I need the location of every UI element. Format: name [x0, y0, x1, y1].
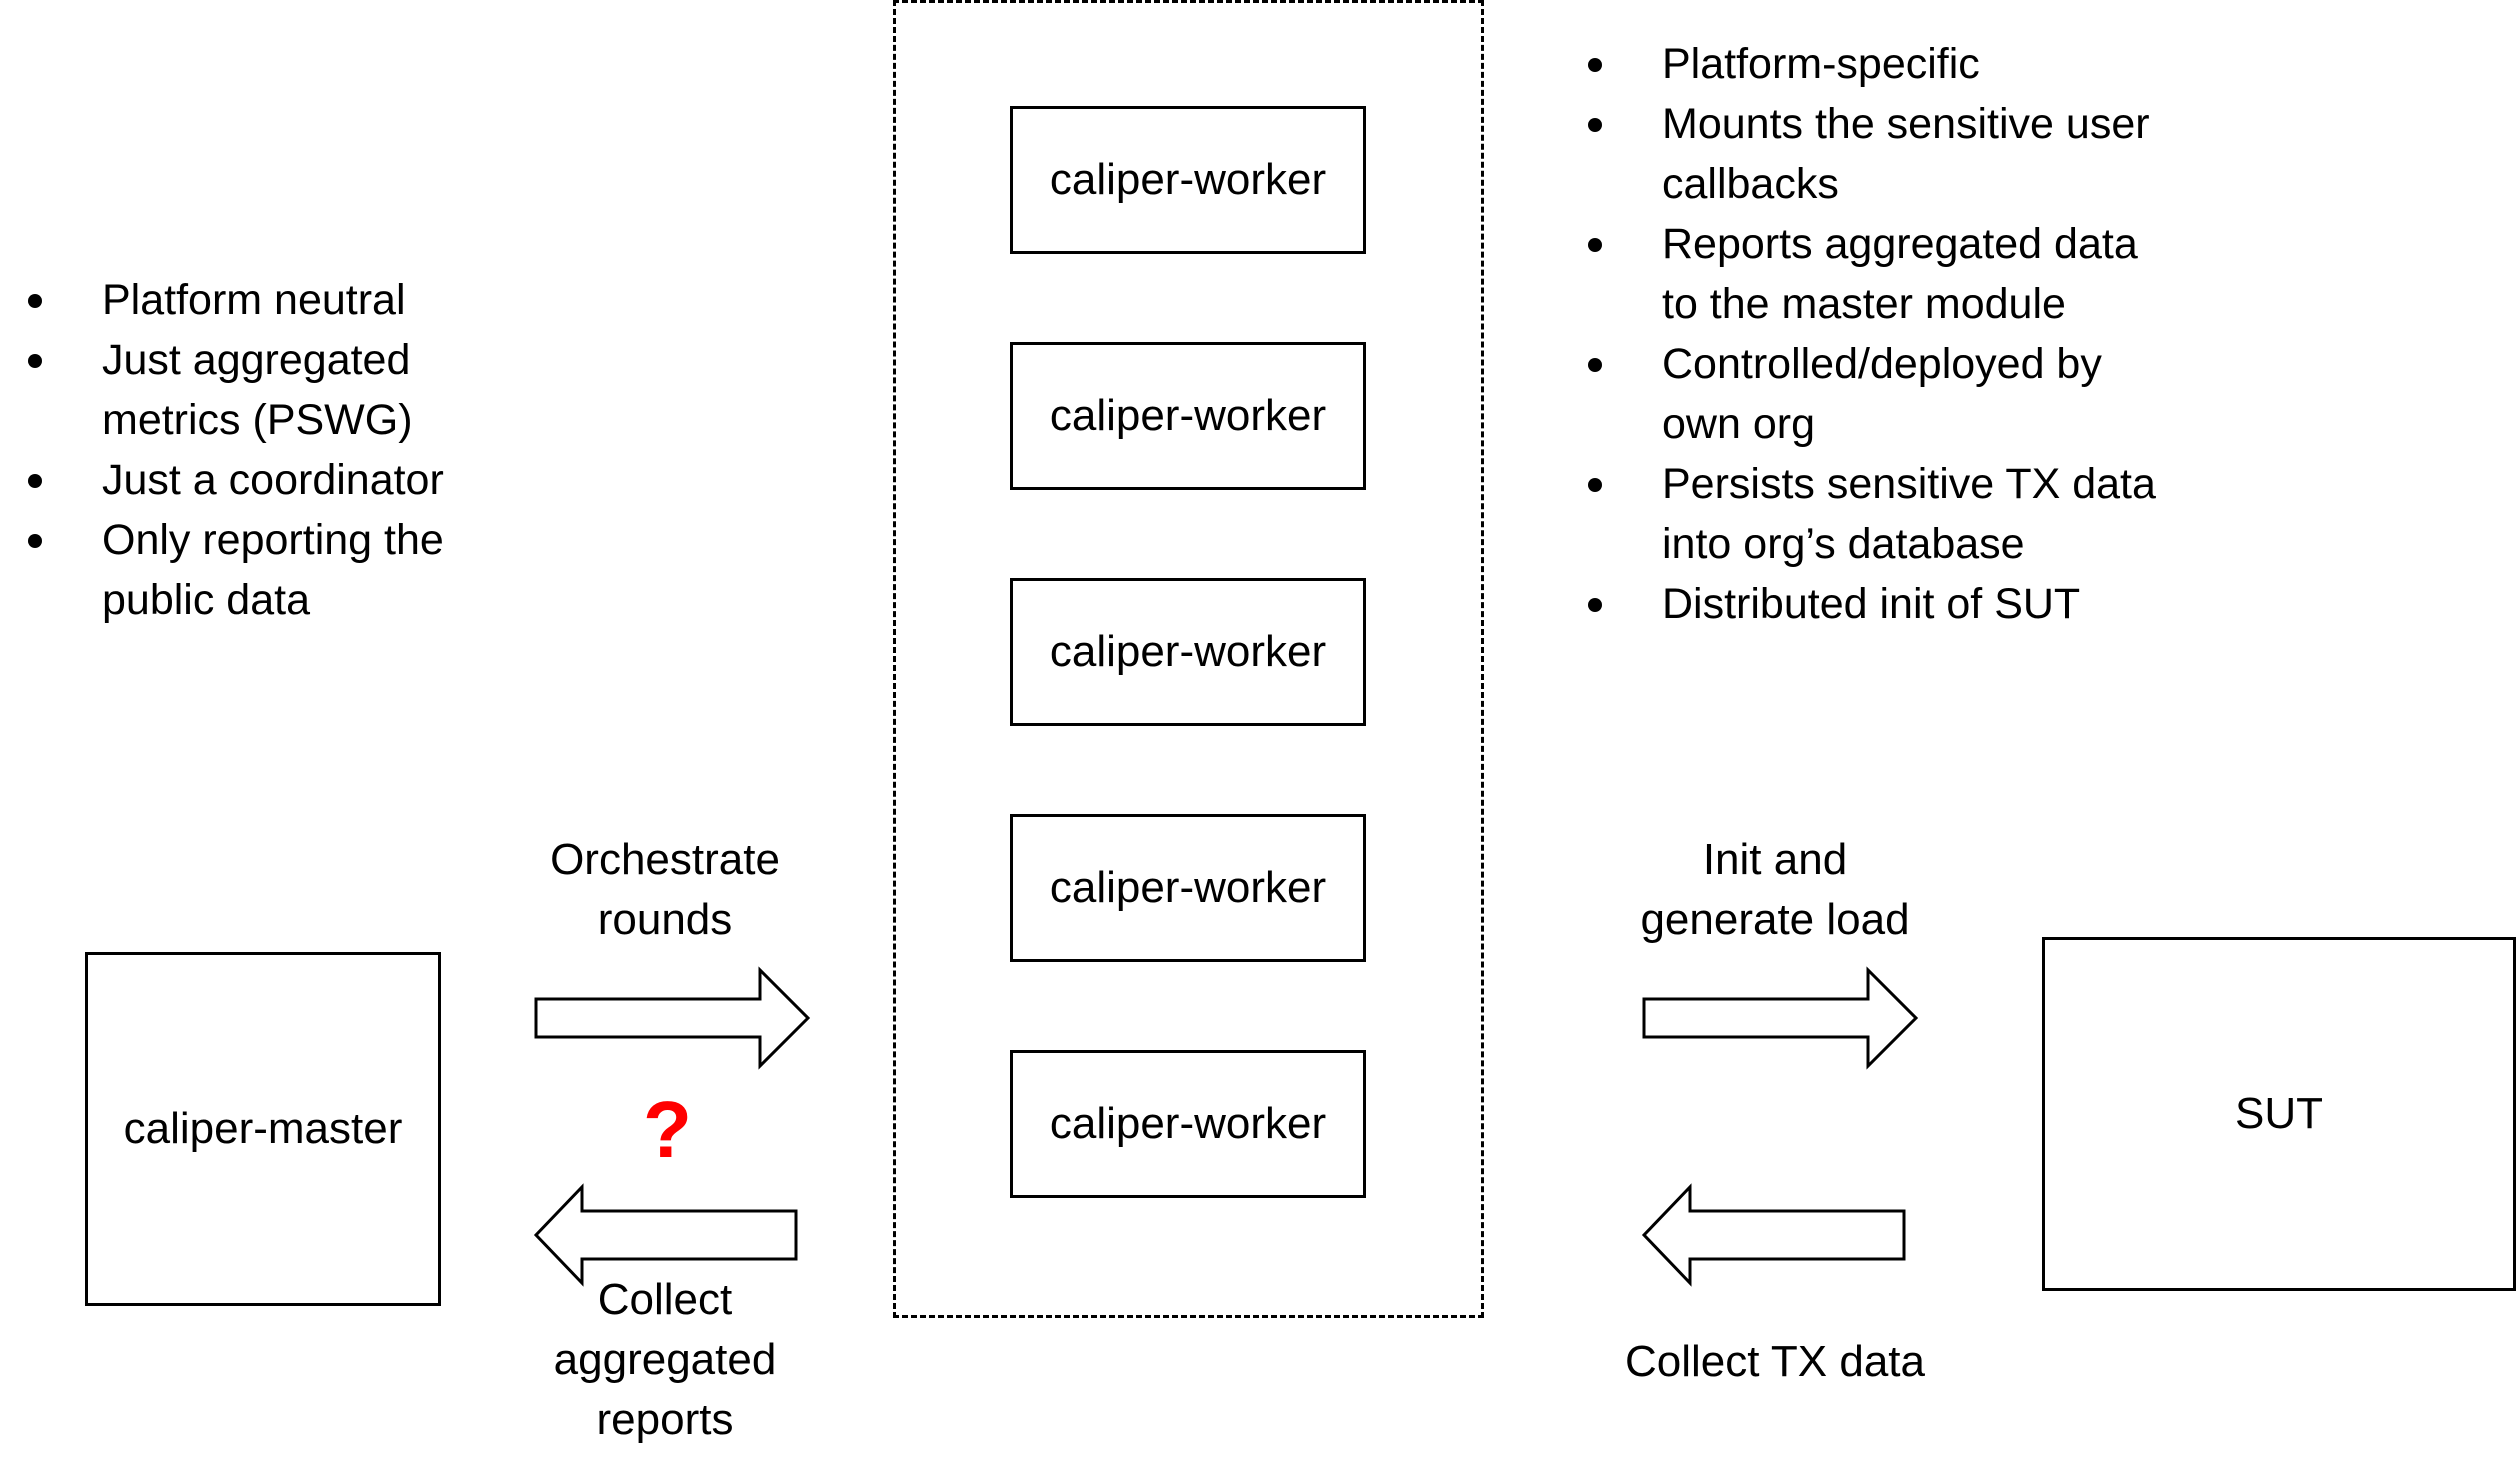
collect-reports-label: Collect aggregated reports: [553, 1275, 777, 1444]
caliper-worker-box: caliper-worker: [1010, 1050, 1366, 1198]
worker-note: Distributed init of SUT: [1582, 574, 2182, 634]
worker-note: Reports aggregated data to the master mo…: [1582, 214, 2182, 334]
caliper-worker-label: caliper-worker: [1049, 627, 1327, 676]
master-note: Platform neutral: [22, 270, 542, 330]
init-load-arrow: [1642, 966, 1919, 1070]
worker-group: [893, 0, 1484, 1318]
caliper-worker-label: caliper-worker: [1049, 863, 1327, 912]
init-load-label: Init and generate load: [1640, 835, 1910, 944]
worker-note: Persists sensitive TX data into org’s da…: [1582, 454, 2182, 574]
collect-tx-label: Collect TX data: [1624, 1337, 1925, 1386]
worker-note: Mounts the sensitive user callbacks: [1582, 94, 2182, 214]
orchestrate-arrow: [534, 966, 811, 1070]
caliper-worker-label: caliper-worker: [1049, 1099, 1327, 1148]
worker-note: Controlled/deployed by own org: [1582, 334, 2182, 454]
collect-tx-arrow: [1641, 1183, 1906, 1287]
caliper-master-box: caliper-master: [85, 952, 441, 1306]
caliper-worker-box: caliper-worker: [1010, 342, 1366, 490]
caliper-worker-label: caliper-worker: [1049, 391, 1327, 440]
caliper-worker-box: caliper-worker: [1010, 578, 1366, 726]
worker-notes: Platform-specific Mounts the sensitive u…: [1582, 34, 2182, 634]
sut-box: SUT: [2042, 937, 2516, 1291]
caliper-worker-box: caliper-worker: [1010, 106, 1366, 254]
master-note: Just a coordinator: [22, 450, 542, 510]
caliper-worker-label: caliper-worker: [1049, 155, 1327, 204]
master-note: Only reporting the public data: [22, 510, 542, 630]
orchestrate-label: Orchestrate rounds: [550, 835, 780, 944]
caliper-master-label: caliper-master: [123, 1104, 403, 1153]
master-note: Just aggregated metrics (PSWG): [22, 330, 542, 450]
master-notes: Platform neutral Just aggregated metrics…: [22, 270, 542, 630]
worker-note: Platform-specific: [1582, 34, 2182, 94]
sut-label: SUT: [2235, 1089, 2323, 1138]
caliper-worker-box: caliper-worker: [1010, 814, 1366, 962]
question-mark: ?: [643, 1085, 692, 1174]
collect-reports-arrow: [533, 1183, 798, 1287]
